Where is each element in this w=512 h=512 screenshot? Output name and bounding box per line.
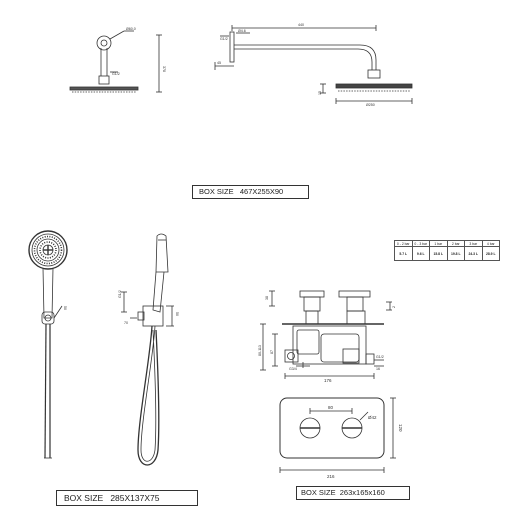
dim-valve-body: 80-113 [258, 345, 262, 356]
box-size-label: BOX SIZE [301, 488, 336, 497]
dim-arm-depth: 45 [217, 61, 221, 65]
hand-shower-side-view [121, 233, 174, 466]
dim-arm-thread: G1/2 [220, 37, 228, 41]
dim-valve-width: 176 [324, 378, 332, 383]
box-size-shower-head: BOX SIZE 467X255X90 [192, 185, 309, 199]
dim-plate-width: 216 [327, 474, 335, 479]
cover-plate-front-view [279, 397, 396, 473]
box-size-label: BOX SIZE [199, 187, 234, 196]
dim-hand-thread: G1/2 [118, 290, 122, 298]
box-size-hand-shower: BOX SIZE 285X137X75 [56, 490, 198, 506]
flow-rate-table: 0 - 2 bar 0 - 3 bar 1 bar 2 bar 3 bar 4 … [394, 240, 500, 261]
flow-value-cell: 28.9 L [481, 246, 500, 261]
mixer-valve-side-view [260, 290, 392, 379]
flow-value-cell: 19.8 L [446, 246, 465, 261]
box-size-value: 263x165x160 [339, 488, 385, 497]
shower-arm-side-view [214, 25, 413, 104]
flow-value-cell: 9.6 L [411, 246, 430, 261]
box-size-label: BOX SIZE [64, 493, 104, 503]
flow-value-cell: 15.8 L [429, 246, 448, 261]
dim-head-height: 15 [318, 91, 322, 95]
dim-arm-length: 440 [298, 23, 304, 27]
dim-side-height: 378 [162, 66, 166, 72]
hand-shower-front-view [28, 230, 68, 459]
dim-valve-step: 2 [392, 306, 396, 308]
dim-plate-height: 120 [398, 424, 403, 432]
box-size-valve: BOX SIZE 263x165x160 [296, 486, 410, 500]
dim-head-diameter-top: Ø60.0 [126, 27, 136, 31]
dim-holder: 50 [63, 306, 67, 310]
shower-head-front-view [69, 30, 162, 93]
dim-hand-offset: 70 [124, 321, 128, 325]
flow-table-values-row: 5.7 L 9.6 L 15.8 L 19.8 L 24.3 L 28.9 L [394, 246, 500, 261]
dim-knob-diameter: Ø42 [368, 415, 377, 420]
dim-valve-connection: G3/4 [289, 367, 297, 371]
dim-hand-depth: 50 [175, 312, 179, 316]
box-size-value: 285X137X75 [110, 493, 160, 503]
box-size-value: 467X255X90 [239, 187, 284, 196]
dim-valve-side-thread: G1/2 [376, 355, 384, 359]
flow-value-cell: 5.7 L [394, 246, 413, 261]
dim-arm-flange: Ø4.6 [238, 29, 246, 33]
dim-head-diameter: Ø250 [366, 103, 375, 107]
dimension-labels: Ø60.0 G1/2 378 440 Ø4.6 G1/2 45 15 Ø250 … [63, 23, 403, 479]
dim-valve-lower: 87 [270, 350, 274, 354]
dim-valve-top: 38 [265, 296, 269, 300]
dim-valve-depth-small: 16 [376, 367, 380, 371]
flow-value-cell: 24.3 L [464, 246, 483, 261]
dim-plate-spacing: 80 [328, 405, 334, 410]
dim-thread-top: G1/2 [112, 72, 120, 76]
